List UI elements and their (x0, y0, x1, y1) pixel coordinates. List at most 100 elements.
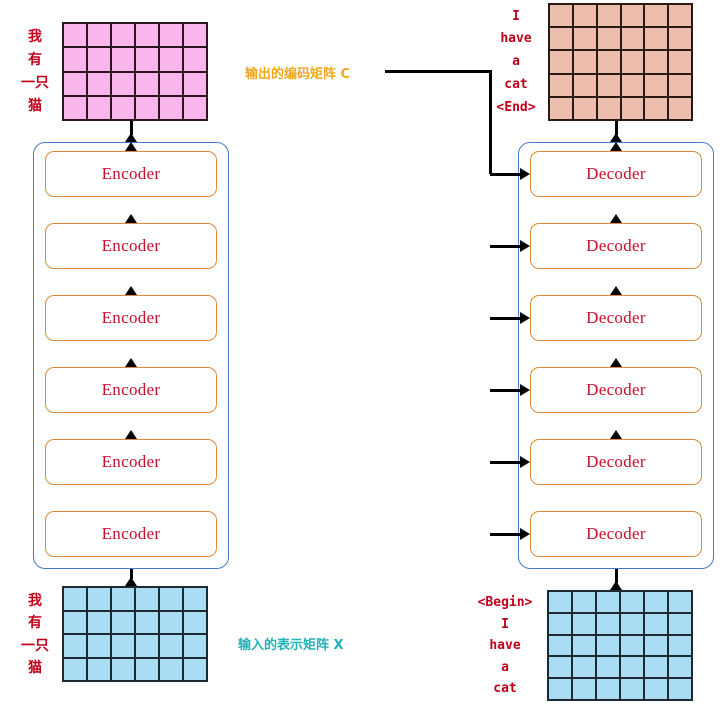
matrix-cell (184, 72, 206, 95)
row-label: a (512, 54, 520, 70)
matrix-cell (621, 5, 644, 27)
matrix-cell (573, 74, 596, 96)
matrix-cell (549, 657, 571, 678)
stack-layer-5[interactable]: Encoder (45, 223, 217, 269)
stack-layer-2[interactable]: Decoder (530, 439, 702, 485)
decoder-c-input-6-shaft (490, 532, 522, 536)
row-label: 我 (28, 29, 42, 46)
stack-layer-6[interactable]: Encoder (45, 151, 217, 197)
matrix-cell (64, 72, 86, 95)
matrix-cell (621, 97, 644, 119)
encoder-stack-output-arrow-shaft (129, 121, 133, 135)
stack-layer-2[interactable]: Encoder (45, 439, 217, 485)
decoder-c-input-2-shaft (490, 244, 522, 248)
matrix-cell (64, 658, 86, 680)
row-label: have (489, 638, 521, 654)
row-label: cat (493, 681, 517, 697)
matrix-cell (184, 658, 206, 680)
encoder-output-row-labels: 我有一只猫 (14, 26, 56, 118)
matrix-cell (645, 657, 667, 678)
stack-layer-4[interactable]: Encoder (45, 295, 217, 341)
matrix-cell (669, 5, 691, 27)
matrix-cell (136, 611, 158, 633)
encoder-input-row-labels: 我有一只猫 (14, 590, 56, 680)
row-label: 有 (28, 52, 42, 69)
row-label: <End> (496, 99, 536, 115)
row-label: 一只 (21, 637, 49, 654)
matrix-cell (597, 635, 619, 656)
encoder-stack (33, 142, 229, 569)
decoder-stack-output-arrow-head (610, 133, 622, 142)
matrix-cell (621, 74, 644, 96)
matrix-cell (64, 96, 86, 119)
matrix-cell (160, 588, 182, 610)
matrix-cell (88, 611, 110, 633)
matrix-cell (573, 28, 596, 50)
encoder-output-matrix (62, 22, 208, 121)
matrix-cell (597, 657, 619, 678)
encoding-c-connector-horizontal (385, 69, 492, 73)
decoder-c-input-4-head (520, 384, 530, 396)
encoder-input-matrix (62, 586, 208, 682)
matrix-cell (597, 613, 619, 634)
matrix-cell (621, 657, 643, 678)
row-label: <Begin> (477, 594, 533, 610)
stack-layer-4[interactable]: Decoder (530, 295, 702, 341)
stack-layer-1[interactable]: Encoder (45, 511, 217, 557)
matrix-cell (184, 635, 206, 657)
matrix-cell (549, 635, 571, 656)
matrix-cell (597, 28, 620, 50)
matrix-cell (573, 51, 596, 73)
encoder-link-2-head (125, 358, 137, 367)
matrix-cell (64, 611, 86, 633)
matrix-cell (136, 24, 158, 47)
matrix-cell (136, 96, 158, 119)
matrix-cell (669, 635, 691, 656)
matrix-cell (184, 24, 206, 47)
matrix-cell (621, 679, 643, 699)
matrix-cell (550, 74, 572, 96)
stack-layer-5[interactable]: Decoder (530, 223, 702, 269)
matrix-cell (645, 74, 668, 96)
matrix-cell (64, 48, 86, 71)
matrix-cell (112, 72, 134, 95)
matrix-cell (184, 96, 206, 119)
matrix-cell (645, 51, 668, 73)
row-label: 猫 (28, 98, 42, 115)
matrix-cell (645, 635, 667, 656)
matrix-cell (136, 635, 158, 657)
row-label: have (500, 31, 532, 47)
decoder-link-1-head (610, 430, 622, 439)
matrix-cell (597, 679, 619, 699)
stack-layer-1[interactable]: Decoder (530, 511, 702, 557)
decoder-c-input-4-shaft (490, 388, 522, 392)
matrix-cell (184, 611, 206, 633)
matrix-cell (597, 51, 620, 73)
matrix-cell (64, 24, 86, 47)
matrix-cell (669, 592, 691, 612)
matrix-cell (550, 51, 572, 73)
stack-layer-3[interactable]: Encoder (45, 367, 217, 413)
encoder-stack-input-arrow-shaft (129, 569, 133, 579)
matrix-cell (136, 48, 158, 71)
encoder-stack-output-arrow-head (125, 133, 137, 142)
matrix-cell (549, 592, 571, 612)
matrix-cell (112, 635, 134, 657)
decoder-output-matrix (548, 3, 693, 121)
matrix-cell (550, 5, 572, 27)
matrix-cell (64, 635, 86, 657)
matrix-cell (549, 613, 571, 634)
stack-layer-6[interactable]: Decoder (530, 151, 702, 197)
matrix-cell (597, 97, 620, 119)
decoder-link-5-head (610, 142, 622, 151)
decoder-stack-input-arrow-shaft (614, 569, 618, 583)
encoder-input-caption: 输入的表示矩阵 X (238, 638, 344, 653)
stack-layer-3[interactable]: Decoder (530, 367, 702, 413)
matrix-cell (136, 658, 158, 680)
matrix-cell (184, 48, 206, 71)
decoder-c-input-6-head (520, 528, 530, 540)
row-label: I (501, 616, 509, 632)
matrix-cell (573, 635, 595, 656)
